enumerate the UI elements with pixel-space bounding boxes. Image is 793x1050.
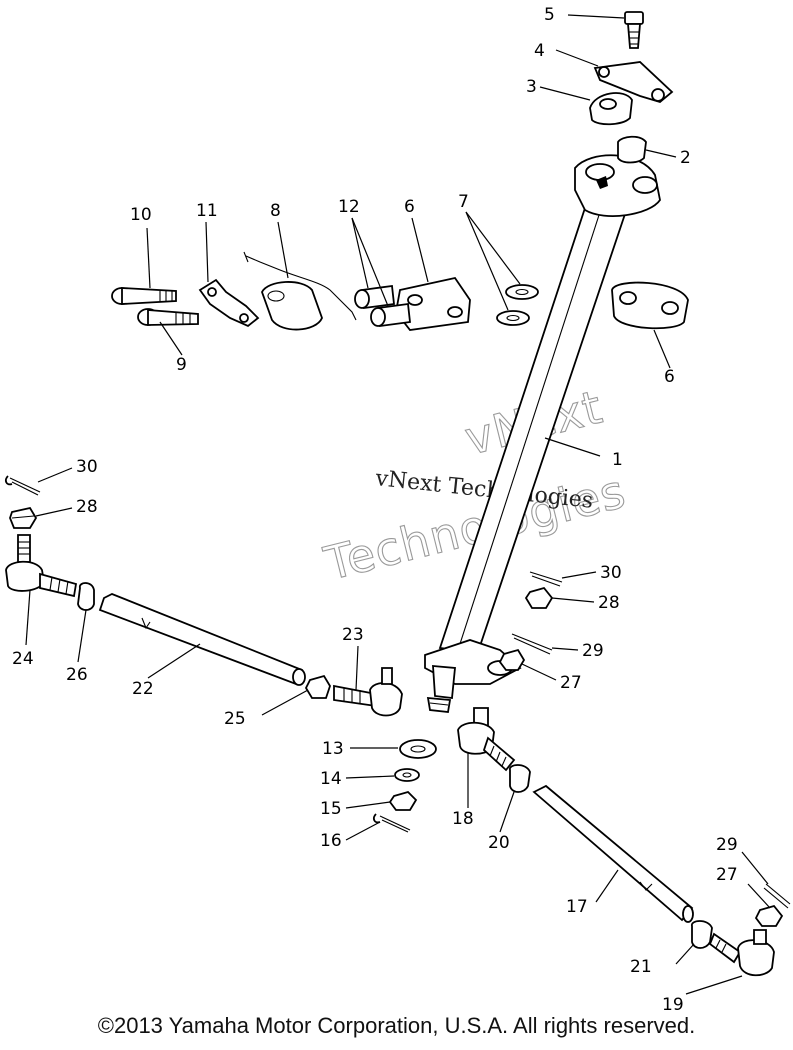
- callout-3: 3: [526, 77, 537, 97]
- part-29-cotter-pin-right: [511, 633, 553, 655]
- copyright-notice: ©2013 Yamaha Motor Corporation, U.S.A. A…: [97, 1013, 696, 1038]
- part-20-nut: [509, 764, 531, 793]
- part-5-bolt: [624, 11, 644, 49]
- part-27-nut-lower: [754, 904, 784, 927]
- callout-4: 4: [534, 41, 545, 61]
- callout-16: 16: [320, 831, 342, 851]
- part-28-nut-left: [9, 506, 38, 529]
- callout-2: 2: [680, 148, 691, 168]
- part-9-bolt: [137, 308, 199, 326]
- part-17-tie-rod-right: [532, 784, 694, 923]
- part-11-lock-plate: [198, 278, 260, 328]
- callout-18: 18: [452, 809, 474, 829]
- part-19-tie-rod-end: [708, 929, 775, 977]
- part-29-cotter-pin-lower: [763, 883, 791, 909]
- callout-24: 24: [12, 649, 34, 669]
- callout-13: 13: [322, 739, 344, 759]
- part-23-tie-rod-end: [333, 667, 403, 717]
- callout-6-right: 6: [664, 367, 675, 387]
- part-2-bushing: [617, 135, 647, 164]
- part-8-cable-bracket: [243, 251, 357, 331]
- callout-30-right: 30: [600, 563, 622, 583]
- part-6-shaft-clamp: [611, 281, 689, 330]
- callout-1: 1: [612, 450, 623, 470]
- callout-25: 25: [224, 709, 246, 729]
- callout-14: 14: [320, 769, 342, 789]
- callout-23: 23: [342, 625, 364, 645]
- callout-8: 8: [270, 201, 281, 221]
- part-13-washer: [399, 739, 437, 759]
- part-14-washer: [394, 768, 420, 782]
- part-10-bolt: [111, 287, 177, 305]
- callout-numbers: 5 4 3 2 1 6 6 7 12 8 11 10 9 30 28 24 26…: [12, 5, 738, 1015]
- part-15-nut: [388, 790, 418, 811]
- callout-15: 15: [320, 799, 342, 819]
- steering-shaft: [424, 154, 661, 713]
- callout-10: 10: [130, 205, 152, 225]
- callout-12: 12: [338, 197, 360, 217]
- callout-17: 17: [566, 897, 588, 917]
- callout-28-left: 28: [76, 497, 98, 517]
- callout-6-left: 6: [404, 197, 415, 217]
- callout-29-right: 29: [582, 641, 604, 661]
- leader-lines: [25, 14, 771, 995]
- part-25-nut: [304, 674, 331, 699]
- part-26-nut-left: [77, 582, 95, 611]
- callout-26: 26: [66, 665, 88, 685]
- part-30-cotter-pin-left: [5, 475, 41, 496]
- callout-27-lower: 27: [716, 865, 738, 885]
- part-3-upper-clamp: [589, 92, 633, 126]
- part-27-nut-right: [498, 648, 526, 671]
- callout-21: 21: [630, 957, 652, 977]
- part-6-clamp-small: [395, 276, 471, 331]
- part-30-cotter-pin-right: [529, 571, 563, 587]
- part-28-nut-right: [524, 586, 554, 609]
- part-18-tie-rod-end: [457, 707, 516, 772]
- callout-22: 22: [132, 679, 154, 699]
- callout-29-lower: 29: [716, 835, 738, 855]
- callout-19: 19: [662, 995, 684, 1015]
- callout-28-right: 28: [598, 593, 620, 613]
- callout-7: 7: [458, 192, 469, 212]
- callout-27-right: 27: [560, 673, 582, 693]
- callout-30-left: 30: [76, 457, 98, 477]
- part-24-tie-rod-end-left: [5, 534, 78, 598]
- part-4-plate: [593, 61, 674, 104]
- part-22-tie-rod-left: [98, 593, 306, 686]
- callout-20: 20: [488, 833, 510, 853]
- callout-9: 9: [176, 355, 187, 375]
- part-21-nut: [691, 920, 713, 949]
- callout-5: 5: [544, 5, 555, 25]
- part-7-washers: [496, 284, 539, 326]
- callout-11: 11: [196, 201, 218, 221]
